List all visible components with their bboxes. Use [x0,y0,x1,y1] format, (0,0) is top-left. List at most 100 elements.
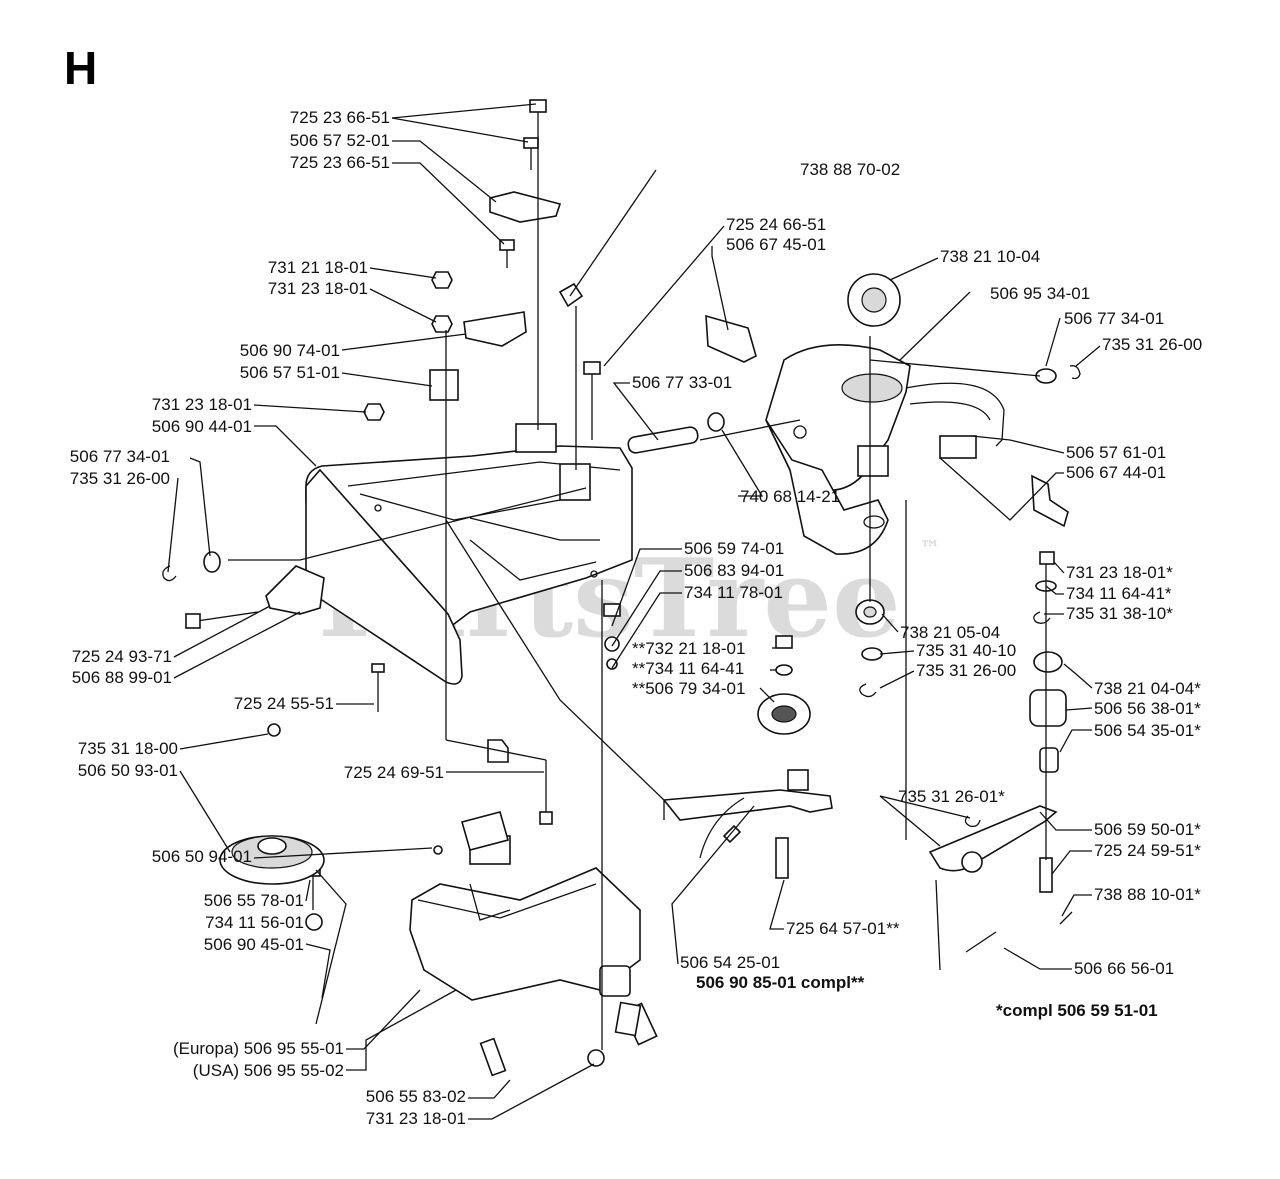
part-number-label: 725 23 66-51 [290,153,390,172]
leader-line [879,670,915,689]
part-number-label: 735 31 26-01* [898,787,1005,806]
leader-line [881,613,899,633]
bearings-part [847,273,1081,661]
leader-line [1063,663,1093,689]
leader-line [369,267,437,279]
part-number-label: 506 59 74-01 [684,539,784,558]
part-number-label: 506 57 61-01 [1066,443,1166,462]
part-number-label: 506 77 34-01 [1064,309,1164,328]
part-number-label: 725 64 57-01** [786,919,900,938]
part-number-label: 735 31 40-10 [916,641,1016,660]
leader-line [369,288,437,323]
part-number-label: 734 11 64-41* [1066,584,1172,603]
part-number-label: 506 57 52-01 [290,131,390,150]
part-number-label: 738 21 05-04 [900,623,1000,642]
leader-line [173,611,301,679]
part-number-label: 731 21 18-01 [268,258,368,277]
leader-line [879,795,941,847]
part-number-label: 725 24 69-51 [344,763,444,782]
leader-line [611,592,682,669]
part-number-label: 738 21 10-04 [940,247,1040,266]
part-number-label: **734 11 64-41 [632,659,744,678]
leader-line [1061,894,1092,917]
leader-line [612,382,659,441]
leader-line [254,425,317,467]
leader-line [341,372,433,387]
leader-line [899,291,971,361]
frame-part [305,423,633,685]
leader-line [1059,729,1092,753]
leader-line [1051,850,1092,875]
leader-line [179,770,231,853]
leader-line [759,687,775,703]
leader-line [603,225,725,367]
leader-line [179,733,269,750]
part-number-label: 731 23 18-01 [152,395,252,414]
part-number-label: 725 24 55-51 [234,694,334,713]
part-number-label: (USA) 506 95 55-02 [193,1061,344,1080]
part-number-label: 734 11 56-01 [205,913,304,932]
leader-line [569,169,657,297]
leader-line [879,650,915,655]
part-number-label: 734 11 78-01 [684,583,783,602]
leader-line [1045,585,1064,595]
section-letter: H [64,42,97,94]
leader-line [1075,345,1101,367]
leader-line [1065,707,1093,711]
callout-labels: 725 23 66-51 506 57 52-01 725 23 66-51 738 … [70,108,1202,1128]
part-number-label: (Europa) 506 95 55-01 [173,1039,344,1058]
leader-line [721,429,764,497]
part-number-label: 506 88 99-01 [72,668,172,687]
part-number-label: 506 50 94-01 [152,847,252,866]
leader-line [391,117,529,143]
leader-line [769,879,785,930]
compl-assembly-note: 506 90 85-01 compl** [696,973,865,992]
part-number-label: 506 90 74-01 [240,341,340,360]
part-number-label: 735 31 26-00 [70,469,170,488]
leader-line [671,805,755,965]
leader-line [939,457,1064,521]
leader-line [346,989,421,1050]
leader-line [711,246,729,331]
leader-line [468,1063,595,1120]
part-number-label: **732 21 18-01 [632,639,745,658]
leader-line [611,548,682,627]
part-number-label: 506 50 93-01 [78,761,178,780]
leader-line [889,257,939,281]
leader-line [305,879,311,902]
compl-star-note: *compl 506 59 51-01 [996,1001,1158,1020]
part-number-label: 740 68 14-21 [740,487,840,506]
leader-line [341,333,467,351]
leader-line [611,570,682,647]
shaft-part [162,412,725,582]
part-number-label: 506 95 34-01 [990,284,1090,303]
leader-line [1053,561,1065,574]
part-number-label: 731 23 18-01 [366,1109,466,1128]
bracket-part [185,191,1069,629]
leader-line [1003,947,1072,970]
leader-line [879,795,971,819]
part-number-label: 725 23 66-51 [290,108,390,127]
part-number-label: 731 23 18-01* [1066,563,1173,582]
leader-line [392,140,497,203]
part-number-label: 506 66 56-01 [1074,959,1174,978]
leader-line [173,605,271,658]
axis-lines [228,134,1047,1050]
leader-lines [167,103,1101,1120]
gearbox-part [409,811,658,1046]
pulley-part [219,635,811,885]
part-number-label: 506 83 94-01 [684,561,784,580]
fasteners-part [305,99,1073,1077]
part-number-label: 735 31 26-00 [916,661,1016,680]
part-number-label: 738 21 04-04* [1094,679,1201,698]
part-number-label: 735 31 38-10* [1066,604,1173,623]
part-number-label: 725 24 66-51 [726,215,826,234]
part-number-label: 506 67 45-01 [726,235,826,254]
part-number-label: 738 88 10-01* [1094,885,1201,904]
leader-line [253,404,367,413]
part-number-label: 725 24 59-51* [1094,841,1201,860]
part-number-label: 506 54 35-01* [1094,721,1201,740]
leader-line [392,162,505,245]
part-number-label: 506 57 51-01 [240,363,340,382]
